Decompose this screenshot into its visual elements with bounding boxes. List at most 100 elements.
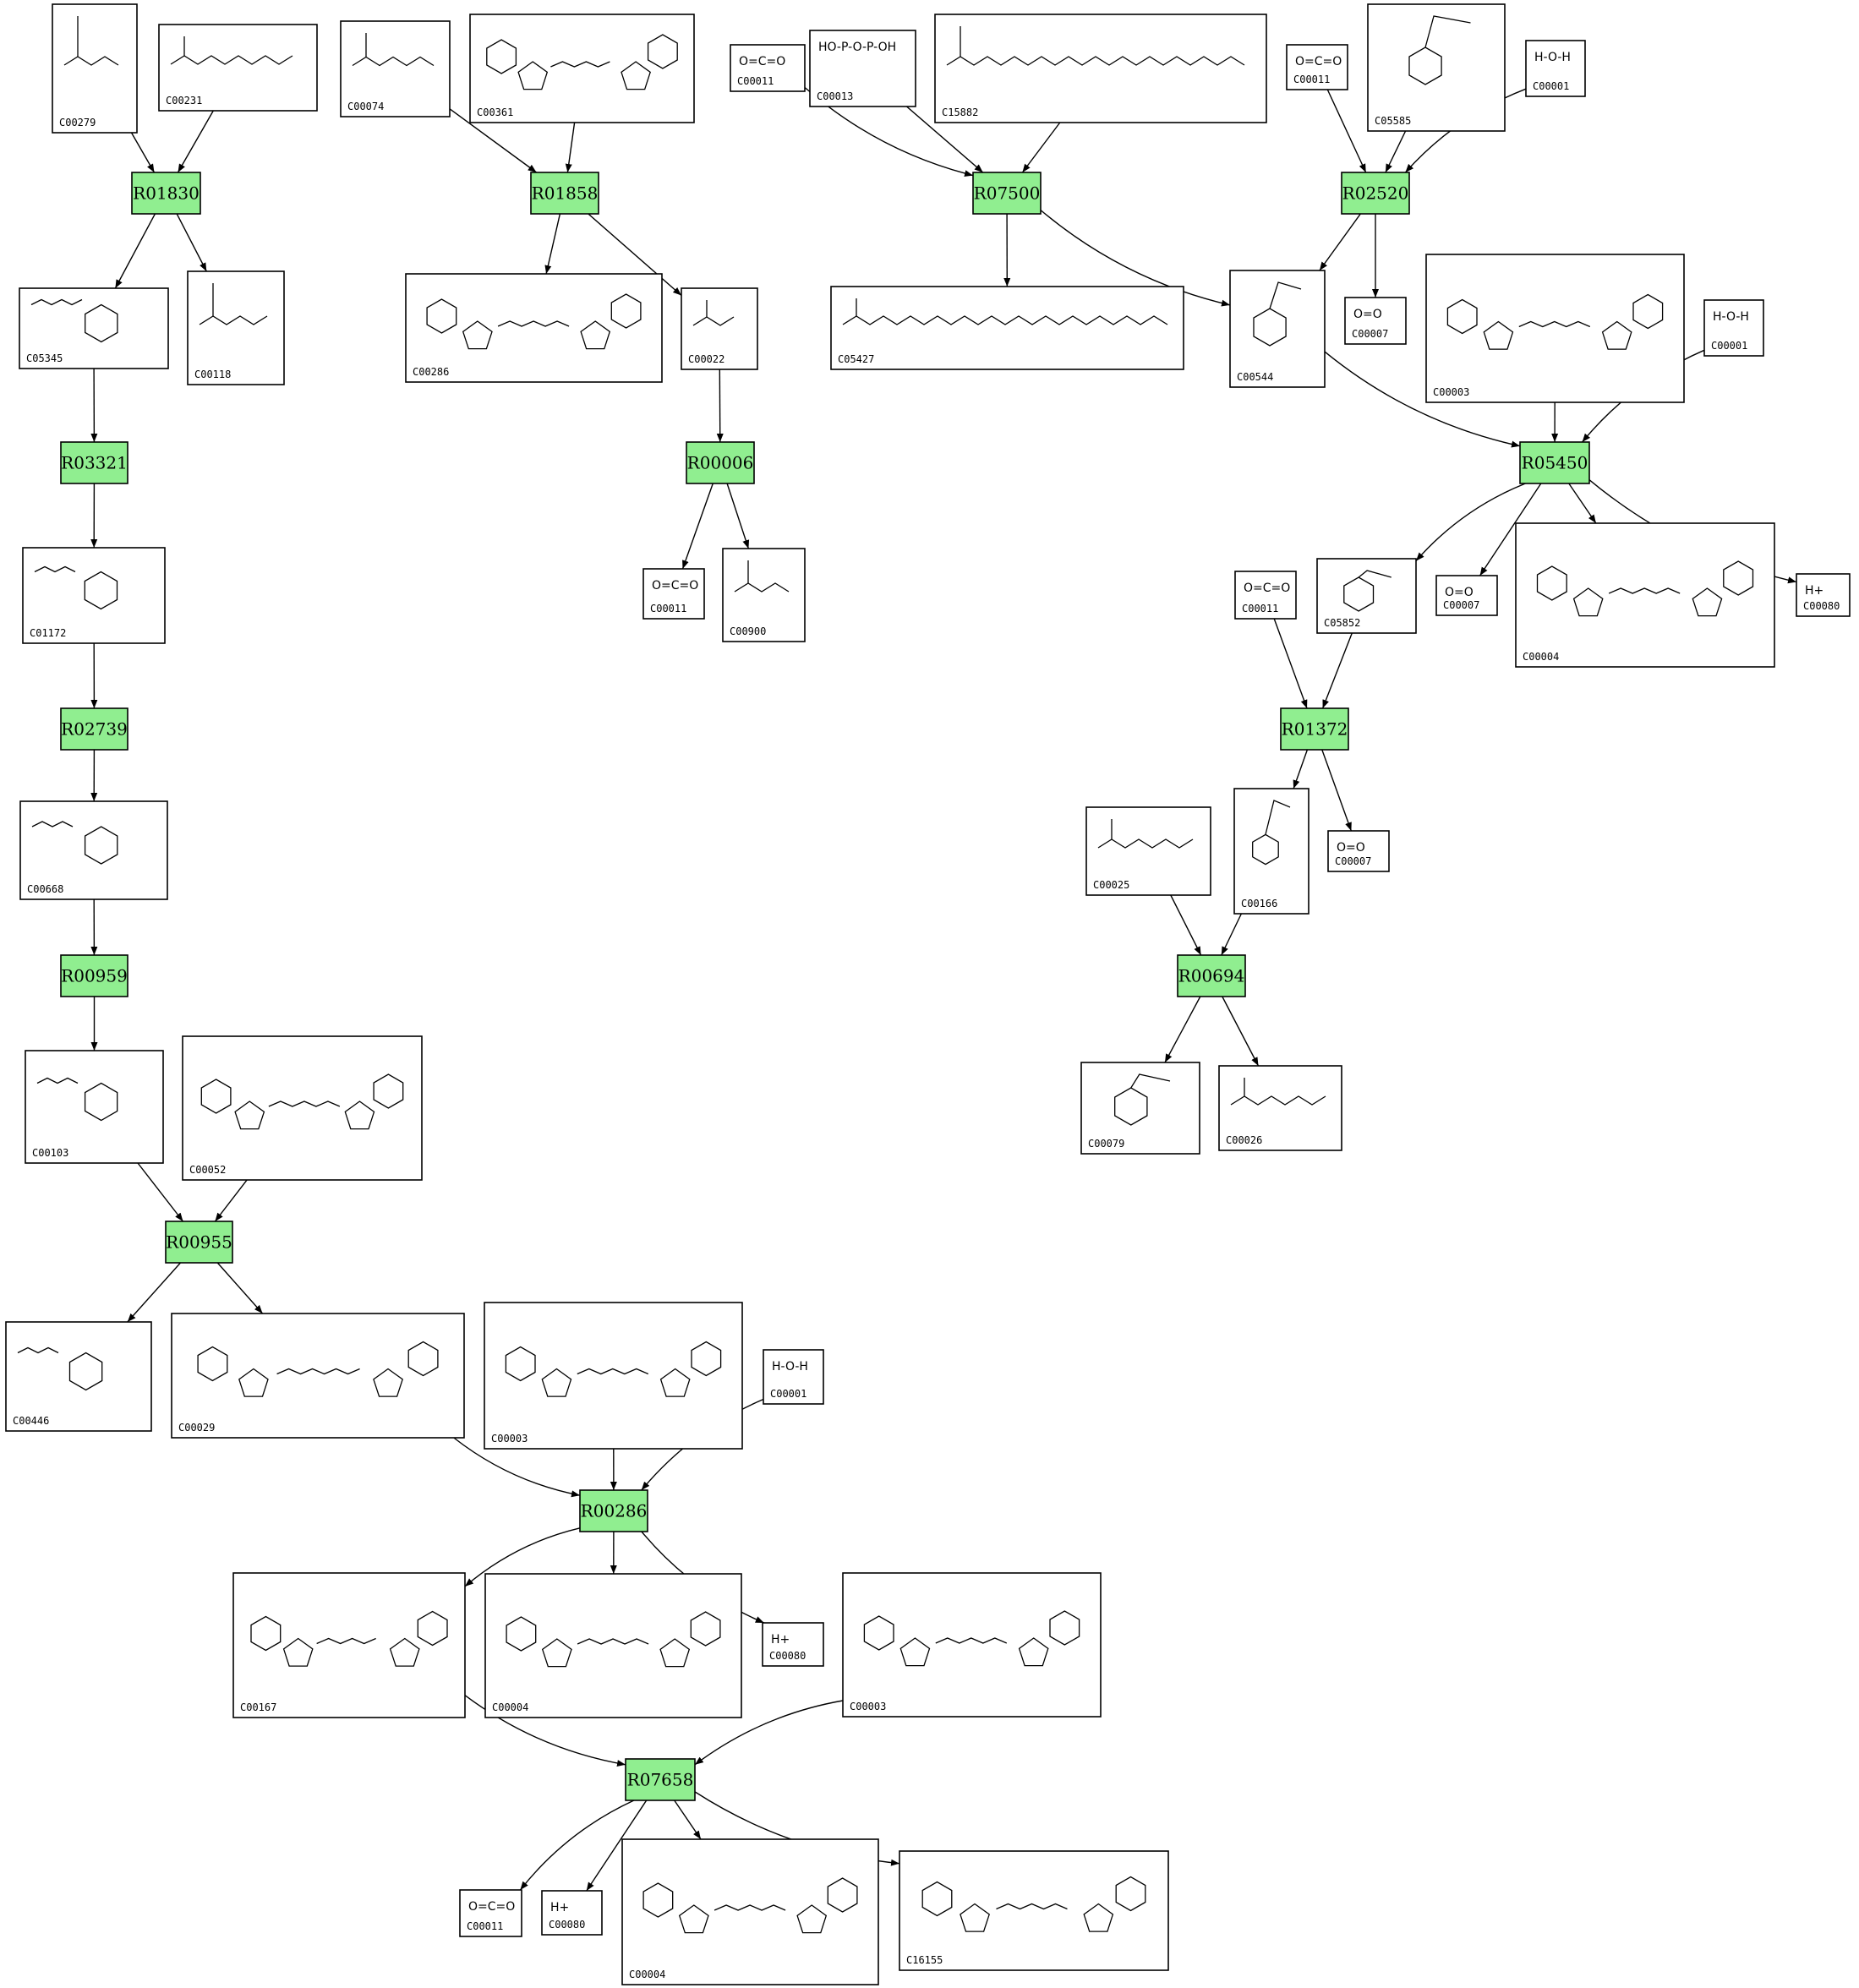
structure-drawing	[1343, 570, 1392, 612]
compound-node[interactable]: C00003	[842, 1572, 1102, 1718]
compound-node[interactable]: H+C00080	[541, 1890, 603, 1936]
reaction-node[interactable]: R00006	[686, 441, 755, 484]
compound-node[interactable]: C00029	[171, 1313, 465, 1439]
compound-node[interactable]: C00004	[1515, 522, 1775, 668]
structure-drawing	[506, 1611, 721, 1668]
compound-node[interactable]: C00025	[1085, 806, 1211, 896]
compound-node[interactable]: C05427	[830, 286, 1184, 370]
compound-node[interactable]: C00004	[621, 1838, 879, 1985]
compound-node[interactable]: C00167	[232, 1572, 466, 1718]
compound-node[interactable]: C01172	[22, 547, 166, 644]
compound-node[interactable]: C00544	[1229, 270, 1326, 388]
compound-node[interactable]: C00022	[681, 287, 758, 370]
product-edge	[176, 213, 207, 272]
compound-id-label: C00279	[59, 117, 96, 128]
compound-id-label: C00007	[1352, 328, 1388, 340]
structure-drawing	[197, 1341, 439, 1397]
compound-node[interactable]: C15882	[934, 14, 1267, 123]
compound-node[interactable]: C05585	[1367, 3, 1506, 132]
compound-node[interactable]: HO-P-O-P-OH C00013	[809, 30, 916, 107]
compound-node[interactable]: C05345	[19, 287, 169, 369]
structure-drawing	[30, 298, 118, 343]
compound-node[interactable]: C00118	[187, 270, 285, 385]
compound-id-label: C00080	[1803, 600, 1840, 612]
compound-node[interactable]: C00166	[1233, 788, 1310, 915]
compound-formula: O=O	[1445, 586, 1474, 599]
compound-node[interactable]: C00279	[52, 3, 138, 134]
compound-node[interactable]: C00668	[19, 800, 168, 900]
compound-node[interactable]: C00003	[1425, 254, 1685, 403]
reaction-box	[530, 172, 599, 215]
compound-node[interactable]: C16155	[899, 1850, 1169, 1971]
substrate-edge	[694, 1700, 844, 1766]
reaction-node[interactable]: R03321	[60, 441, 128, 484]
compound-node[interactable]: C00900	[722, 548, 806, 642]
compound-box	[1233, 788, 1310, 915]
compound-box	[484, 1302, 743, 1450]
compound-node[interactable]: C00361	[469, 14, 695, 123]
reaction-node[interactable]: R00959	[60, 954, 128, 997]
compound-node[interactable]: H+C00080	[762, 1622, 824, 1667]
substrate-edge	[1324, 351, 1521, 448]
compound-box	[1515, 522, 1775, 668]
reaction-node[interactable]: R00286	[579, 1489, 648, 1532]
compound-box	[52, 3, 138, 134]
compound-node[interactable]: C00052	[182, 1035, 423, 1181]
compound-node[interactable]: C00103	[25, 1050, 164, 1164]
reaction-node[interactable]: R07658	[625, 1758, 696, 1801]
compound-node[interactable]: C00446	[5, 1321, 152, 1432]
compound-box	[809, 30, 916, 107]
substrate-edge	[1326, 89, 1367, 173]
reaction-node[interactable]: R00694	[1177, 954, 1246, 997]
structure-drawing	[31, 821, 118, 865]
product-edge	[216, 1262, 264, 1314]
compound-node[interactable]: H+ C00080	[1796, 573, 1851, 617]
reaction-box	[972, 172, 1042, 215]
compound-id-label: C00013	[817, 90, 853, 102]
compound-box	[1327, 830, 1390, 872]
compound-node[interactable]: C05852	[1316, 558, 1417, 634]
compound-node[interactable]: C00231	[158, 24, 318, 112]
compound-node[interactable]: C00286	[405, 273, 663, 383]
compound-formula: H+	[1805, 584, 1823, 598]
structure-drawing	[734, 560, 790, 593]
compound-id-label: C00011	[467, 1920, 503, 1932]
compound-node[interactable]: C00003	[484, 1302, 743, 1450]
reaction-node[interactable]: R01372	[1280, 707, 1349, 751]
reaction-node[interactable]: R01830	[131, 172, 201, 215]
reaction-node[interactable]: R01858	[530, 172, 599, 215]
structure-drawing	[842, 298, 1168, 325]
reaction-node[interactable]: R07500	[972, 172, 1042, 215]
reaction-node[interactable]: R00955	[165, 1221, 233, 1264]
reaction-node[interactable]: R02520	[1341, 172, 1410, 215]
substrate-edge	[1170, 894, 1202, 956]
compound-id-label: C00167	[240, 1701, 276, 1713]
compound-node[interactable]: C00026	[1218, 1065, 1342, 1151]
reaction-node[interactable]: R02739	[60, 707, 128, 751]
compound-node[interactable]: C00074	[340, 20, 451, 117]
compound-box	[405, 273, 663, 383]
structure-drawing	[1446, 293, 1664, 350]
reaction-node[interactable]: R05450	[1519, 441, 1590, 484]
reaction-box	[1341, 172, 1410, 215]
product-edge	[464, 1527, 581, 1587]
compound-box	[182, 1035, 423, 1181]
compound-id-label: C00001	[1711, 340, 1747, 352]
product-edge	[1415, 483, 1526, 562]
compound-box	[830, 286, 1184, 370]
reaction-box	[579, 1489, 648, 1532]
compound-node[interactable]: C00079	[1080, 1062, 1200, 1155]
compound-formula: HO-P-O-P-OH	[818, 41, 896, 54]
compound-node[interactable]: C00004	[484, 1573, 742, 1718]
